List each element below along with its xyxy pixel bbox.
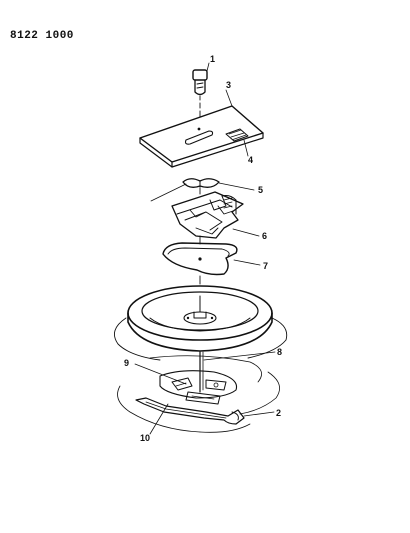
callout-7: 7 bbox=[263, 261, 268, 271]
part-1-bolt bbox=[192, 69, 208, 118]
callout-3: 3 bbox=[226, 80, 231, 90]
callout-labels: 1 2 3 4 5 6 7 8 9 10 bbox=[124, 54, 282, 443]
part-9-bracket bbox=[159, 370, 238, 405]
part-3-cover-plate bbox=[139, 105, 264, 168]
callout-1: 1 bbox=[210, 54, 215, 64]
callout-6: 6 bbox=[262, 231, 267, 241]
callout-9: 9 bbox=[124, 358, 129, 368]
part-6-jack bbox=[171, 191, 244, 245]
spare-tire bbox=[127, 285, 273, 352]
part-7-tray bbox=[162, 242, 238, 285]
part-8-hold-down-rod bbox=[199, 351, 204, 393]
part-4-label-patch bbox=[225, 128, 249, 142]
callout-4: 4 bbox=[248, 155, 253, 165]
callout-2: 2 bbox=[276, 408, 281, 418]
part-5-wing-nut bbox=[150, 178, 220, 202]
callout-5: 5 bbox=[258, 185, 263, 195]
trunk-floor bbox=[113, 317, 288, 433]
callout-10: 10 bbox=[140, 433, 150, 443]
document-number: 8122 1000 bbox=[10, 30, 74, 42]
leader-lines bbox=[134, 62, 276, 435]
part-10-jack-handle bbox=[135, 397, 245, 425]
callout-8: 8 bbox=[277, 347, 282, 357]
